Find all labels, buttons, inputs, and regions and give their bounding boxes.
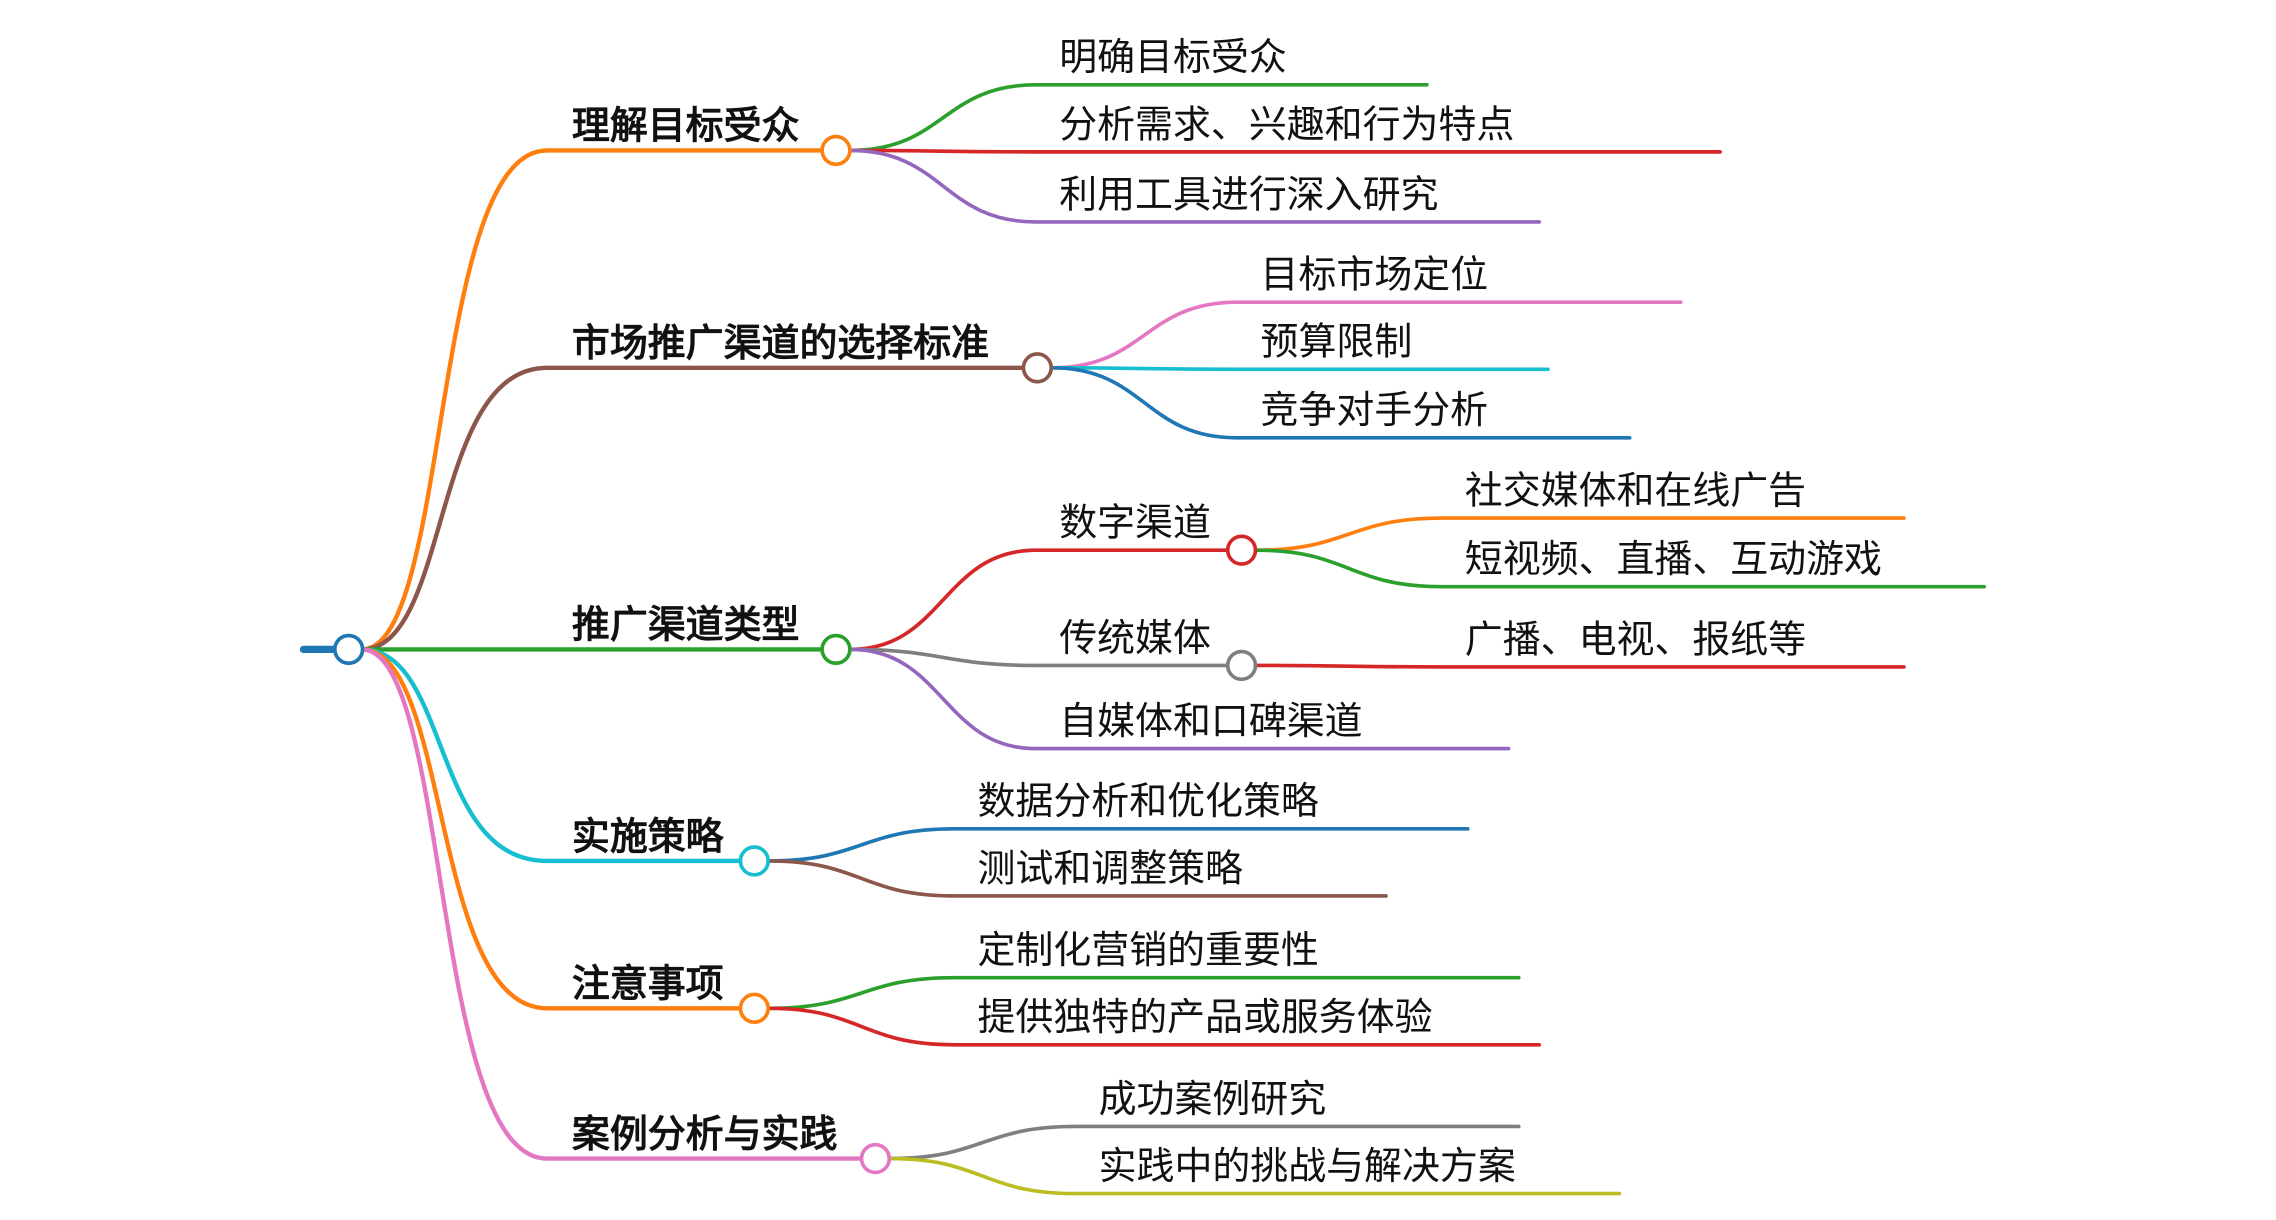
subtopic-label[interactable]: 社交媒体和在线广告 xyxy=(1465,468,1806,512)
topic-label[interactable]: 成功案例研究 xyxy=(1099,1077,1327,1121)
branch-node[interactable] xyxy=(738,845,770,877)
branch-line xyxy=(359,647,744,864)
topic-line xyxy=(848,548,1229,652)
branch-node[interactable] xyxy=(820,134,852,167)
topic-label[interactable]: 传统媒体 xyxy=(1059,616,1211,660)
topic-label[interactable]: 定制化营销的重要性 xyxy=(978,928,1319,972)
branch-label[interactable]: 理解目标受众 xyxy=(572,104,800,148)
topic-label[interactable]: 目标市场定位 xyxy=(1261,253,1489,297)
subtopic-line xyxy=(1254,663,1906,669)
topic-label[interactable]: 数据分析和优化策略 xyxy=(978,779,1319,823)
topic-line xyxy=(1050,300,1683,370)
topic-label[interactable]: 竞争对手分析 xyxy=(1261,388,1489,432)
branch-label[interactable]: 市场推广渠道的选择标准 xyxy=(572,321,989,365)
topic-line xyxy=(848,148,1722,154)
topic-label[interactable]: 数字渠道 xyxy=(1059,501,1211,545)
subtopic-label[interactable]: 短视频、直播、互动游戏 xyxy=(1465,537,1882,581)
branch-node[interactable] xyxy=(859,1142,892,1175)
branch-line xyxy=(359,365,1027,652)
topic-line xyxy=(848,647,1511,751)
root-node[interactable] xyxy=(333,633,365,666)
topic-label[interactable]: 分析需求、兴趣和行为特点 xyxy=(1059,102,1514,146)
branch-label[interactable]: 案例分析与实践 xyxy=(572,1112,838,1156)
branch-node[interactable] xyxy=(738,992,770,1024)
branch-line xyxy=(359,647,744,1011)
topic-line xyxy=(767,859,1388,898)
branch-line xyxy=(359,148,826,652)
branch-label[interactable]: 实施策略 xyxy=(572,814,725,858)
topic-label[interactable]: 明确目标受众 xyxy=(1059,35,1287,79)
subtopic-line xyxy=(1254,548,1987,589)
topic-line xyxy=(888,1124,1521,1161)
topic-label[interactable]: 利用工具进行深入研究 xyxy=(1059,172,1438,216)
topic-line xyxy=(848,148,1542,224)
branch-node[interactable] xyxy=(820,633,852,666)
topic-line xyxy=(767,975,1521,1011)
topic-label[interactable]: 实践中的挑战与解决方案 xyxy=(1099,1144,1516,1188)
topic-line xyxy=(888,1156,1622,1196)
topic-label[interactable]: 提供独特的产品或服务体验 xyxy=(978,995,1433,1039)
topic-line xyxy=(1050,365,1632,440)
branch-node[interactable] xyxy=(1021,352,1054,384)
subtopic-line xyxy=(1254,516,1906,553)
branch-line xyxy=(359,647,865,1161)
branch-label[interactable]: 推广渠道类型 xyxy=(572,603,800,647)
topic-label[interactable]: 预算限制 xyxy=(1261,320,1413,364)
topic-line xyxy=(767,827,1470,863)
topic-node[interactable] xyxy=(1225,649,1258,682)
topic-line xyxy=(767,1006,1542,1047)
topic-label[interactable]: 测试和调整策略 xyxy=(978,846,1244,890)
subtopic-label[interactable]: 广播、电视、报纸等 xyxy=(1465,617,1806,661)
topic-node[interactable] xyxy=(1225,534,1258,566)
topic-line xyxy=(848,647,1229,668)
topic-line xyxy=(848,82,1429,153)
branch-label[interactable]: 注意事项 xyxy=(572,962,724,1006)
topic-line xyxy=(1050,365,1550,372)
topic-label[interactable]: 自媒体和口碑渠道 xyxy=(1059,699,1362,743)
